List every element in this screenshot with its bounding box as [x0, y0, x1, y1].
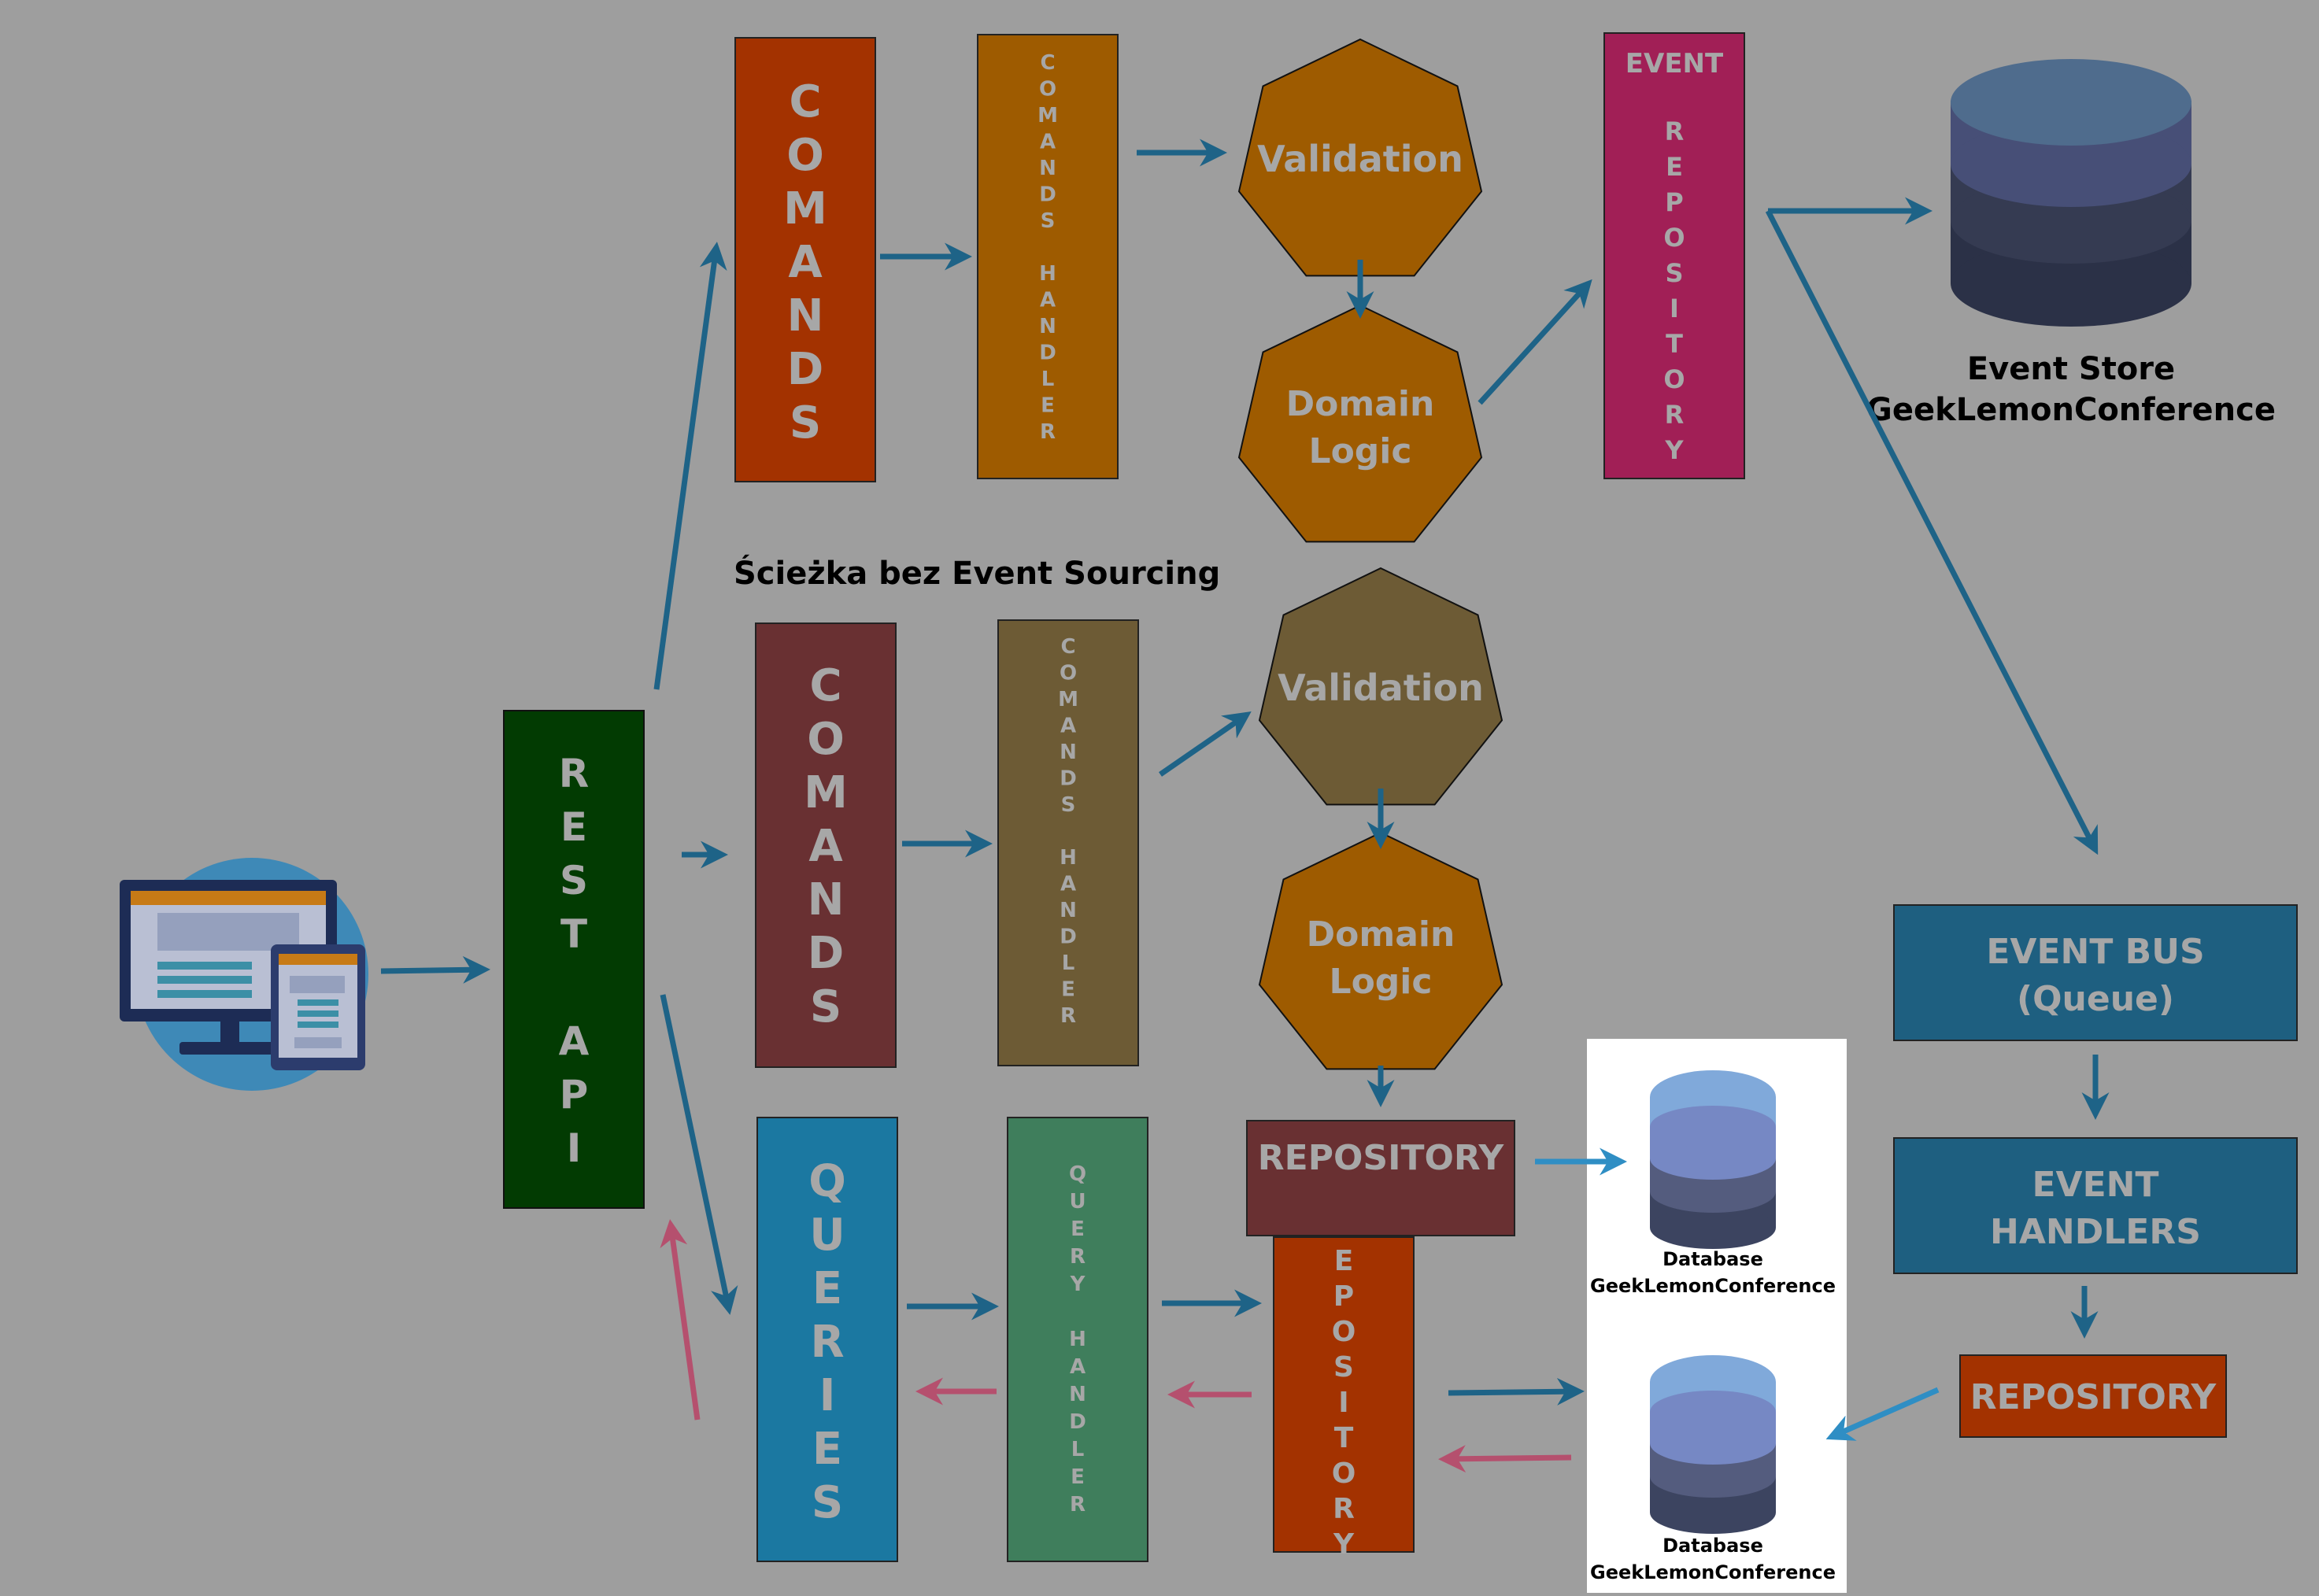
path-caption: Ścieżka bez Event Sourcing	[734, 554, 1220, 592]
event-handlers-title: EVENT	[2032, 1165, 2158, 1205]
event-bus-box: EVENT BUS (Queue)	[1893, 904, 2298, 1041]
arrow-rest-api-to-es-commands	[653, 242, 727, 690]
event-store-title: Event Store	[1967, 351, 2175, 387]
plain-validation-label: Validation	[1278, 667, 1484, 709]
database-top-title: Database	[1663, 1248, 1763, 1270]
database-icon	[1650, 1355, 1776, 1534]
plain-repository-label: REPOSITORY	[1258, 1138, 1505, 1178]
plain-repository-box: REPOSITORY	[1246, 1120, 1515, 1236]
event-side-repository-box: REPOSITORY	[1959, 1354, 2227, 1438]
arrow-queries-to-rest-api	[660, 1219, 701, 1421]
database-top-name: GeekLemonConference	[1590, 1275, 1836, 1297]
arrow-repository-to-database-bottom	[1448, 1377, 1585, 1406]
es-validation-label: Validation	[1257, 138, 1463, 180]
event-handlers-box: EVENT HANDLERS	[1893, 1137, 2298, 1274]
arrow-client-to-rest-api	[380, 955, 490, 984]
plain-validation-shape: Validation	[1258, 567, 1503, 806]
arrow-domain-logic-to-event-repository	[1478, 279, 1592, 405]
event-store-icon	[1951, 59, 2191, 327]
databases-panel: Database GeekLemonConference Database Ge…	[1587, 1039, 1847, 1593]
database-bottom-name: GeekLemonConference	[1590, 1561, 1836, 1583]
arrow-database-to-repository	[1438, 1445, 1572, 1473]
event-repository-title: EVENT	[1626, 48, 1724, 79]
arrow-rest-api-to-queries	[660, 994, 738, 1315]
devices-icon	[120, 858, 368, 1091]
event-bus-title: EVENT BUS	[1986, 932, 2204, 972]
database-bottom-title: Database	[1663, 1535, 1763, 1557]
es-validation-shape: Validation	[1237, 38, 1483, 277]
arrow-plain-handler-to-validation	[1159, 711, 1252, 777]
event-side-repository-label: REPOSITORY	[1970, 1377, 2217, 1417]
database-icon	[1650, 1070, 1776, 1249]
event-store-name: GeekLemonConference	[1866, 392, 2276, 428]
arrow-event-repository-to-database	[1825, 1387, 1940, 1441]
arrow-event-repository-to-event-bus	[1765, 209, 2099, 855]
event-bus-subtitle: (Queue)	[2017, 979, 2174, 1019]
connection-arrows	[380, 139, 2110, 1473]
event-handlers-subtitle: HANDLERS	[1990, 1212, 2201, 1252]
